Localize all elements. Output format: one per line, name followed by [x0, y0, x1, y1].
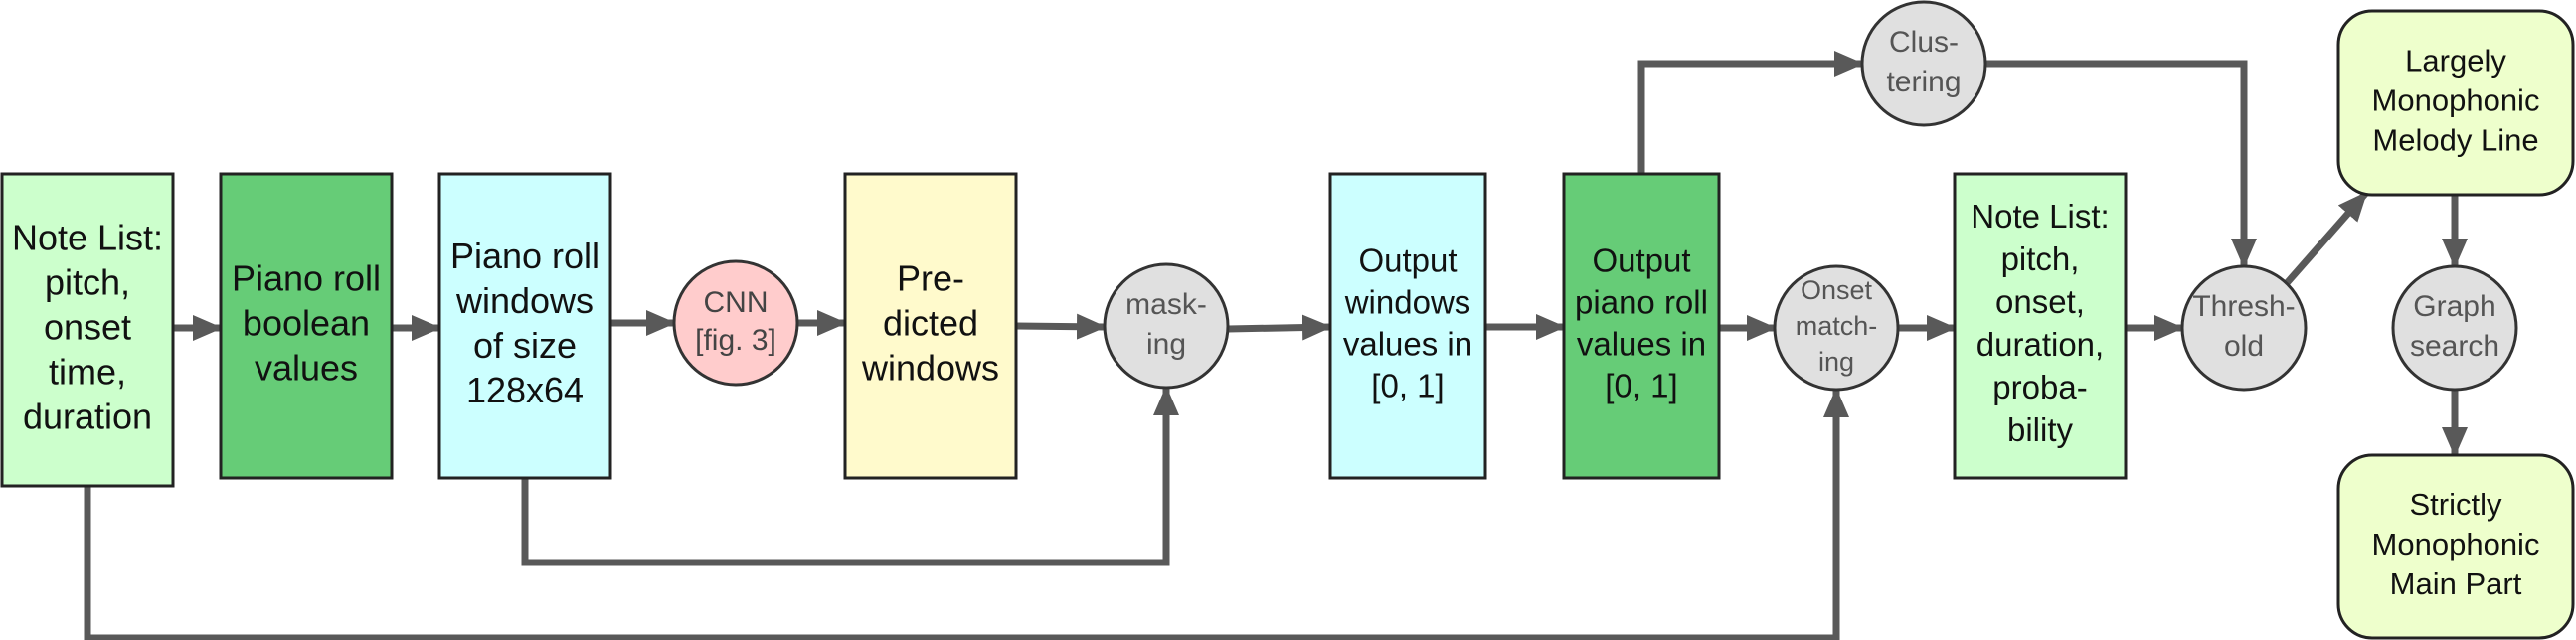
- node-clustering: Clus-tering: [1860, 0, 1987, 127]
- melody-line-label-line: Monophonic: [2372, 83, 2540, 118]
- masking-circle: [1103, 262, 1230, 390]
- node-note-list-output: Note List: pitch, onset, duration, proba-bil…: [1953, 172, 2128, 480]
- output-piano-roll-box: [1562, 172, 1721, 480]
- edge-note-list-input-to-onset-matching: [84, 388, 1849, 640]
- predicted-windows-label-line: Pre-: [897, 258, 964, 299]
- predicted-windows-box: [843, 172, 1018, 480]
- main-part-box: [2336, 453, 2575, 640]
- clustering-circle: [1860, 0, 1987, 127]
- graph-search-circle: [2391, 264, 2518, 392]
- piano-roll-boolean-label-line: Piano roll: [232, 258, 381, 299]
- note-list-input-label-line: duration: [23, 397, 152, 437]
- edge-masking-to-output-windows: [1227, 314, 1332, 341]
- note-list-input-label-line: time,: [49, 352, 126, 393]
- node-masking: mask-ing: [1103, 262, 1230, 390]
- main-part-label-line: Strictly: [2410, 487, 2503, 522]
- piano-roll-boolean-label-line: values: [255, 348, 358, 389]
- cnn-circle: [672, 259, 799, 387]
- edge-output-piano-roll-to-clustering: [1637, 51, 1864, 174]
- onset-matching-label-line: match-: [1796, 311, 1878, 341]
- note-list-input-label-line: onset: [44, 307, 131, 348]
- output-windows-box: [1328, 172, 1487, 480]
- note-list-output-label-line: bility: [2007, 411, 2074, 448]
- melody-line-box: [2336, 9, 2575, 197]
- output-windows-label-line: windows: [1344, 284, 1471, 321]
- note-list-input-label-line: Note List:: [12, 218, 163, 258]
- cnn-label-line: CNN: [704, 286, 769, 319]
- output-windows-label-line: [0, 1]: [1371, 368, 1444, 404]
- output-windows-label-line: values in: [1343, 326, 1472, 363]
- node-output-piano-roll: Output piano roll values in [0, 1]: [1562, 172, 1721, 480]
- piano-roll-windows-box: [437, 172, 612, 480]
- note-list-output-box: [1953, 172, 2128, 480]
- masking-label-line: mask-: [1125, 288, 1207, 321]
- node-graph-search: Graph search: [2391, 264, 2518, 392]
- note-list-output-label-line: onset,: [1995, 283, 2085, 320]
- piano-roll-windows-label-line: Piano roll: [450, 236, 600, 276]
- piano-roll-windows-label-line: 128x64: [466, 370, 584, 410]
- onset-matching-circle: [1773, 264, 1900, 392]
- output-piano-roll-label-line: Output: [1592, 242, 1690, 279]
- melody-line-label-line: Melody Line: [2372, 123, 2538, 158]
- edge-clustering-to-threshold: [1985, 60, 2257, 268]
- piano-roll-boolean-box: [219, 172, 394, 480]
- output-piano-roll-label-line: piano roll: [1575, 284, 1708, 321]
- note-list-output-label-line: Note List:: [1971, 198, 2109, 235]
- note-list-output-label-line: proba-: [1992, 369, 2087, 405]
- masking-label-line: ing: [1146, 328, 1186, 361]
- node-threshold: Thresh-old: [2180, 264, 2308, 392]
- threshold-label-line: old: [2224, 330, 2264, 363]
- node-onset-matching: Onset match-ing: [1773, 264, 1900, 392]
- note-list-input-label-line: pitch,: [45, 262, 130, 303]
- edge-piano-roll-windows-to-masking: [521, 386, 1179, 566]
- melody-line-label-line: Largely: [2405, 44, 2506, 79]
- note-list-output-label-line: duration,: [1976, 326, 2104, 363]
- onset-matching-label-line: Onset: [1801, 275, 1873, 305]
- predicted-windows-label-line: dicted: [883, 303, 978, 344]
- piano-roll-windows-label-line: of size: [473, 325, 577, 366]
- edge-predicted-windows-to-masking: [1015, 313, 1107, 340]
- onset-matching-label-line: ing: [1818, 347, 1854, 377]
- output-piano-roll-label-line: [0, 1]: [1605, 368, 1677, 404]
- clustering-label-line: Clus-: [1889, 26, 1959, 59]
- piano-roll-boolean-label-line: boolean: [243, 303, 370, 344]
- cnn-label-line: [fig. 3]: [695, 324, 776, 357]
- output-windows-label-line: Output: [1358, 242, 1457, 279]
- threshold-circle: [2180, 264, 2308, 392]
- clustering-label-line: tering: [1886, 66, 1961, 98]
- piano-roll-windows-label-line: windows: [455, 280, 594, 321]
- note-list-output-label-line: pitch,: [2001, 240, 2080, 277]
- graph-search-label-line: search: [2410, 330, 2499, 363]
- graph-search-label-line: Graph: [2413, 290, 2495, 323]
- threshold-label-line: Thresh-: [2192, 290, 2295, 323]
- main-part-label-line: Main Part: [2390, 566, 2522, 601]
- edge-threshold-to-melody-line: [2284, 190, 2369, 286]
- main-part-label-line: Monophonic: [2372, 527, 2540, 561]
- edges-layer: [84, 51, 2468, 640]
- node-cnn: CNN [fig. 3]: [672, 259, 799, 387]
- note-list-input-box: [0, 172, 175, 488]
- output-piano-roll-label-line: values in: [1577, 326, 1706, 363]
- predicted-windows-label-line: windows: [861, 348, 999, 389]
- node-output-windows: Output windows values in [0, 1]: [1328, 172, 1487, 480]
